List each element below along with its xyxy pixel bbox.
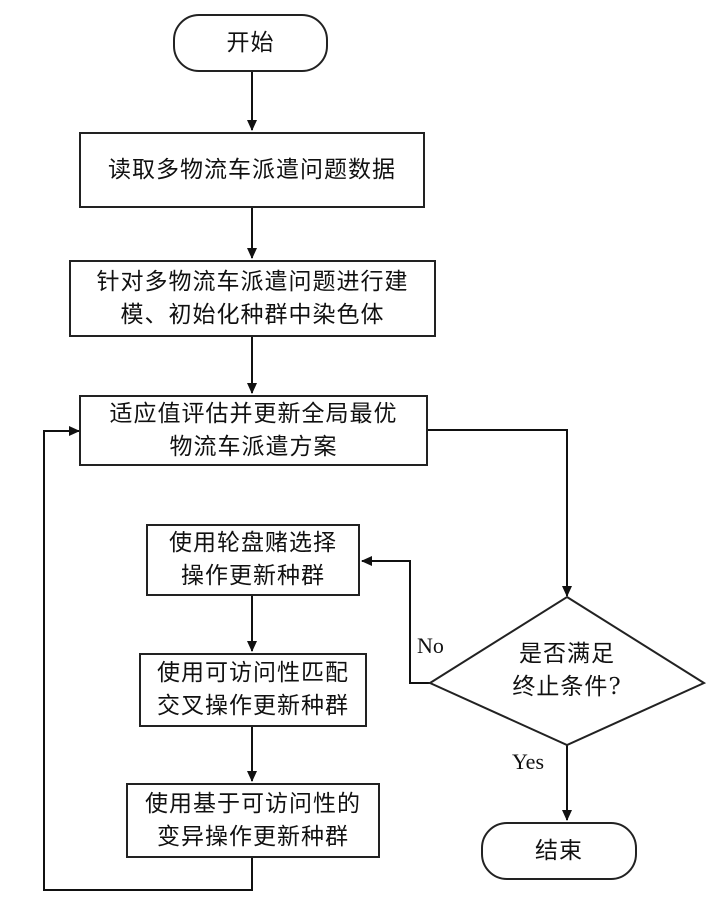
- model-init-line-2: 模、初始化种群中染色体: [121, 299, 385, 332]
- decision-line-2: 终止条件?: [487, 671, 647, 704]
- crossover-step: 使用可访问性匹配 交叉操作更新种群: [139, 653, 367, 727]
- end-label: 结束: [535, 835, 583, 868]
- model-init-line-1: 针对多物流车派遣问题进行建: [97, 266, 409, 299]
- selection-line-2: 操作更新种群: [181, 560, 325, 593]
- yes-branch-label: Yes: [512, 749, 544, 775]
- arrow-decision-no-to-selection: [362, 561, 430, 683]
- model-init-step: 针对多物流车派遣问题进行建 模、初始化种群中染色体: [69, 260, 436, 337]
- selection-line-1: 使用轮盘赌选择: [169, 527, 337, 560]
- start-label: 开始: [227, 27, 275, 60]
- crossover-line-2: 交叉操作更新种群: [157, 690, 349, 723]
- decision-text: 是否满足 终止条件?: [487, 638, 647, 704]
- start-terminal: 开始: [173, 14, 328, 72]
- mutation-step: 使用基于可访问性的 变异操作更新种群: [126, 783, 380, 858]
- crossover-line-1: 使用可访问性匹配: [157, 657, 349, 690]
- mutation-line-2: 变异操作更新种群: [157, 821, 349, 854]
- evaluate-step: 适应值评估并更新全局最优 物流车派遣方案: [79, 395, 428, 466]
- evaluate-line-1: 适应值评估并更新全局最优: [110, 398, 398, 431]
- evaluate-line-2: 物流车派遣方案: [170, 431, 338, 464]
- mutation-line-1: 使用基于可访问性的: [145, 788, 361, 821]
- read-data-label: 读取多物流车派遣问题数据: [108, 154, 396, 187]
- selection-step: 使用轮盘赌选择 操作更新种群: [146, 524, 360, 596]
- decision-line-1: 是否满足: [487, 638, 647, 671]
- end-terminal: 结束: [481, 822, 637, 880]
- arrow-evaluate-to-decision: [428, 430, 567, 596]
- read-data-step: 读取多物流车派遣问题数据: [79, 132, 425, 208]
- no-branch-label: No: [417, 633, 444, 659]
